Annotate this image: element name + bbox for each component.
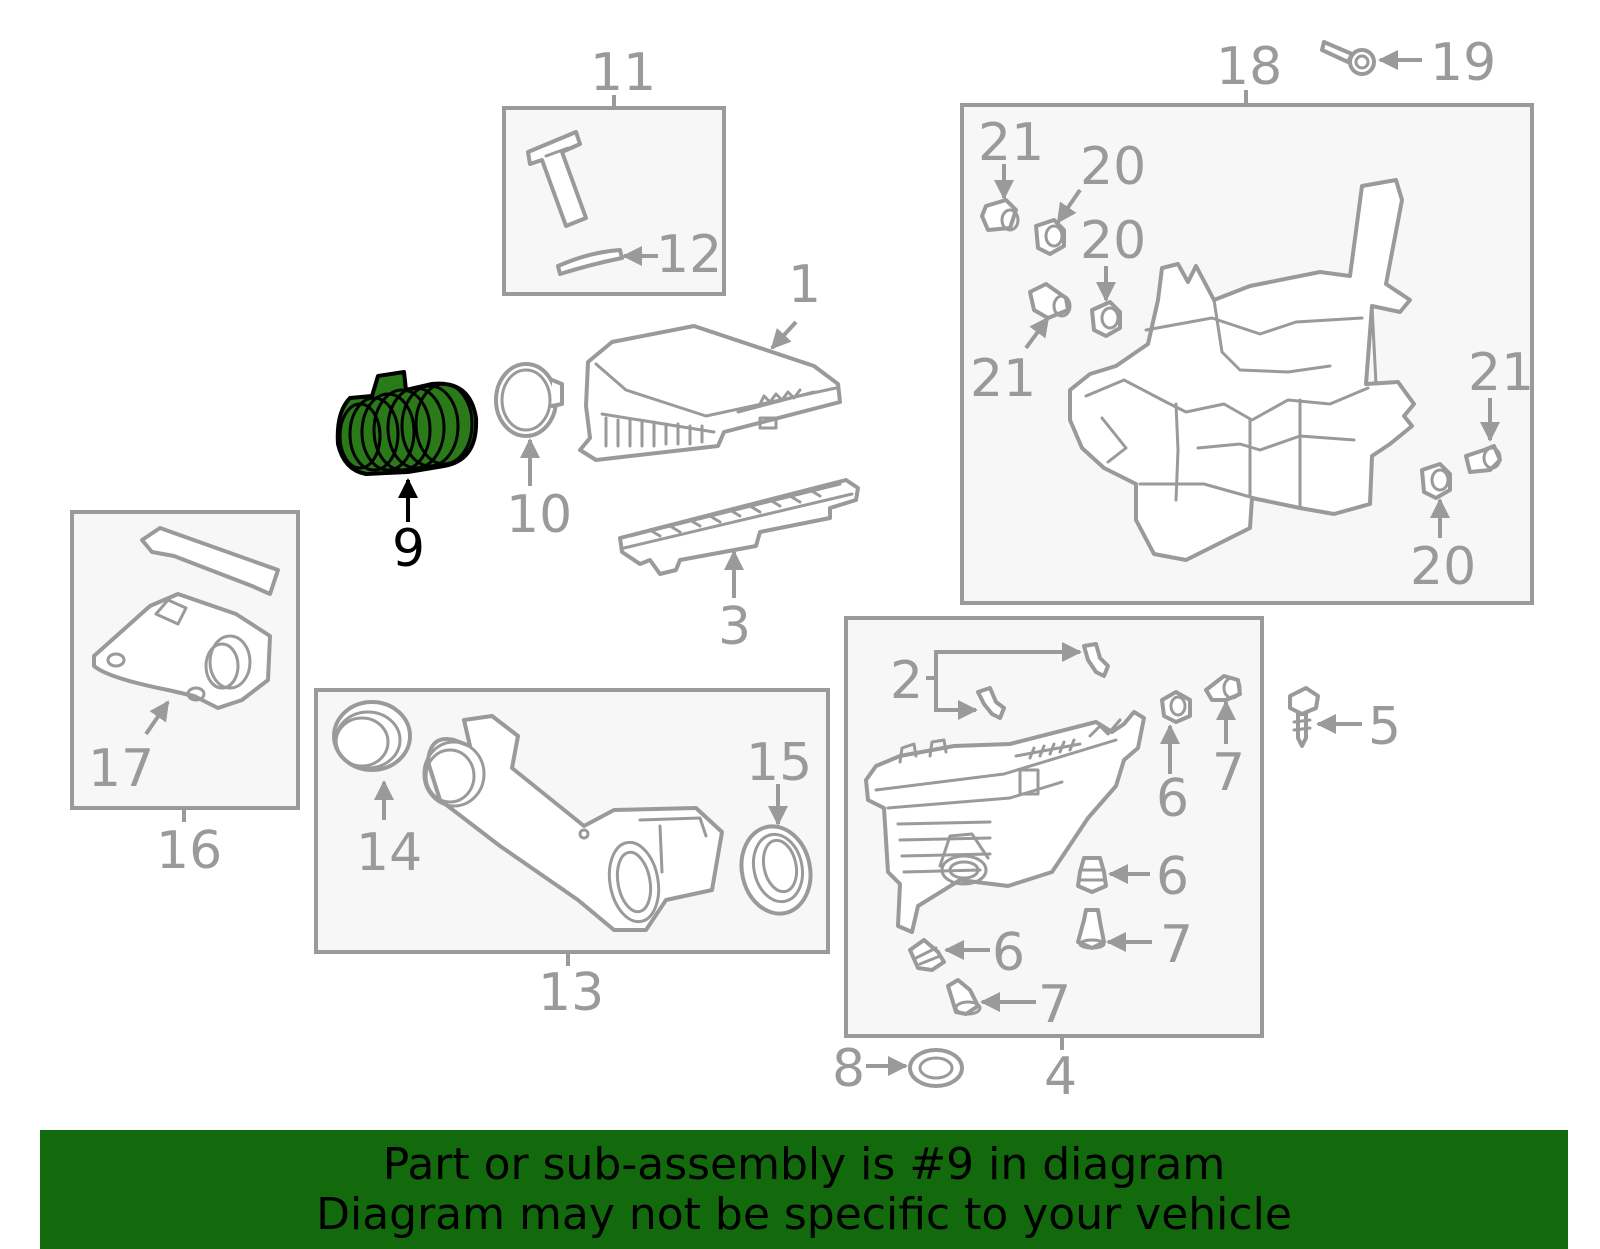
callout-21a: 21 [978,113,1044,173]
part-7b-grommet[interactable] [1076,908,1106,950]
part-18-housing[interactable] [1068,178,1416,562]
part-6b-grommet[interactable] [1076,856,1108,894]
part-info-banner: Part or sub-assembly is #9 in diagram Di… [40,1130,1568,1249]
part-8-seal[interactable] [908,1048,964,1088]
banner-line-1: Part or sub-assembly is #9 in diagram [382,1139,1226,1190]
part-1-cover[interactable] [578,324,842,462]
callout-2: 2 [890,651,923,711]
part-4-lower-housing[interactable] [864,710,1146,934]
callout-20c: 20 [1410,537,1476,597]
callout-6b: 6 [1156,847,1189,907]
part-14-ring[interactable] [332,700,412,772]
callout-21c: 21 [1468,343,1534,403]
part-9-intake-hose-highlighted[interactable] [335,370,479,476]
part-20c-bushing[interactable] [1420,462,1452,500]
part-20b-bushing[interactable] [1090,300,1122,338]
callout-20b: 20 [1080,211,1146,271]
part-7a-grommet[interactable] [1204,674,1242,702]
part-15-grommet[interactable] [734,820,819,920]
callout-11: 11 [590,43,656,103]
part-11-sensor[interactable] [526,130,588,228]
part-3-filter[interactable] [618,478,860,576]
part-5-screw[interactable] [1288,686,1320,748]
callout-3: 3 [718,597,751,657]
callout-15: 15 [746,733,812,793]
group-box-11 [502,106,726,296]
callout-16: 16 [156,821,222,881]
banner-line-2: Diagram may not be specific to your vehi… [316,1189,1292,1240]
callout-21b: 21 [970,349,1036,409]
part-10-clamp[interactable] [494,362,564,438]
part-6a-grommet[interactable] [1160,690,1192,724]
part-2-clips[interactable] [976,642,1110,720]
callout-6c: 6 [992,923,1025,983]
part-19-bolt[interactable] [1320,40,1376,76]
part-6c-grommet[interactable] [908,938,946,972]
callout-5: 5 [1368,697,1401,757]
part-21c-grommet[interactable] [1464,444,1502,474]
callout-6a: 6 [1156,769,1189,829]
callout-20a: 20 [1080,137,1146,197]
callout-7c: 7 [1038,975,1071,1035]
callout-17: 17 [88,739,154,799]
part-7c-grommet[interactable] [946,978,982,1016]
callout-12: 12 [656,225,722,285]
part-20a-bushing[interactable] [1034,218,1066,256]
callout-8: 8 [832,1039,865,1099]
callout-7a: 7 [1212,743,1245,803]
callout-10: 10 [506,485,572,545]
callout-13: 13 [538,963,604,1023]
part-17-duct[interactable] [92,526,280,710]
part-13-intake-duct[interactable] [422,714,724,932]
part-21b-grommet[interactable] [1028,282,1072,320]
callout-7b: 7 [1160,915,1193,975]
part-21a-grommet[interactable] [980,198,1020,232]
callout-14: 14 [356,823,422,883]
callout-1: 1 [788,255,821,315]
callout-18: 18 [1216,37,1282,97]
callout-9: 9 [392,519,425,579]
callout-4: 4 [1044,1047,1077,1107]
callout-19: 19 [1430,33,1496,93]
